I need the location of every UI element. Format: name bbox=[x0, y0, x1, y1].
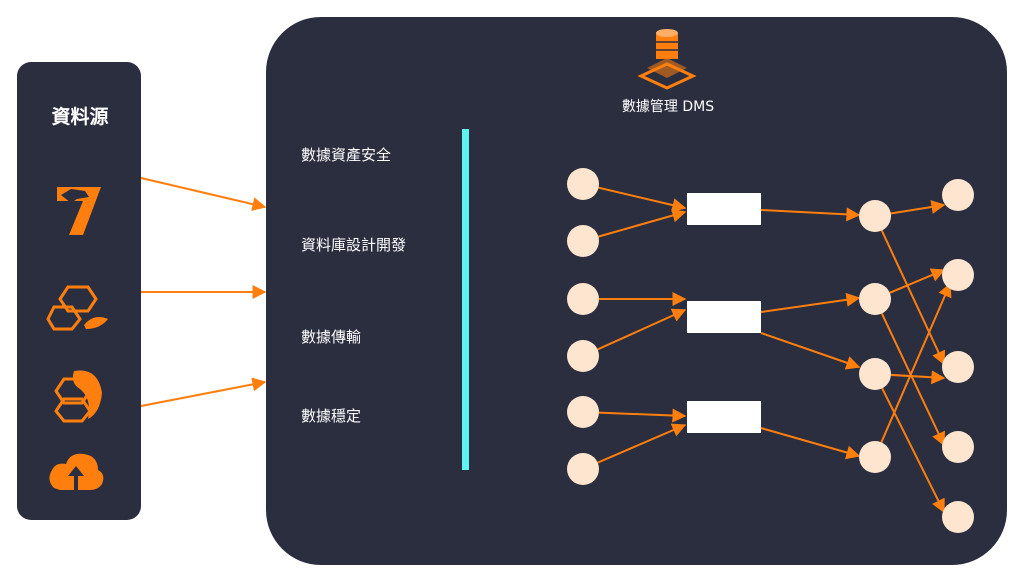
feature-data-transfer: 數據傳輸 bbox=[301, 328, 361, 346]
input-node bbox=[567, 340, 599, 372]
middle-node bbox=[859, 441, 891, 473]
mysql-triangle-icon bbox=[46, 285, 108, 331]
source-arrow-3 bbox=[140, 377, 267, 407]
input-node bbox=[567, 225, 599, 257]
edge bbox=[874, 373, 945, 514]
source-panel bbox=[17, 62, 141, 520]
edge bbox=[760, 207, 861, 222]
database-stack-icon bbox=[637, 29, 697, 90]
edge bbox=[582, 423, 687, 470]
edge bbox=[582, 408, 687, 423]
mariadb-seal-icon bbox=[54, 370, 102, 423]
feature-data-asset-security: 數據資產安全 bbox=[301, 146, 391, 164]
output-node bbox=[942, 179, 974, 211]
edge bbox=[760, 332, 861, 370]
source-arrow-1 bbox=[140, 177, 267, 211]
flow-nodes bbox=[567, 168, 974, 533]
edge bbox=[874, 282, 952, 458]
middle-node bbox=[859, 283, 891, 315]
process-box bbox=[687, 401, 761, 433]
pentaho-icon bbox=[57, 187, 101, 235]
middle-node bbox=[859, 200, 891, 232]
source-panel-title: 資料源 bbox=[51, 105, 108, 128]
edge bbox=[582, 308, 687, 357]
edge bbox=[760, 292, 861, 313]
output-node bbox=[942, 351, 974, 383]
process-box bbox=[687, 193, 761, 225]
output-node bbox=[942, 501, 974, 533]
feature-database-design: 資料庫設計開發 bbox=[301, 236, 406, 254]
input-node bbox=[567, 396, 599, 428]
divider-bar bbox=[462, 129, 469, 470]
dms-panel bbox=[266, 17, 1007, 565]
input-node bbox=[567, 168, 599, 200]
cloud-upload-icon bbox=[49, 453, 104, 490]
dms-title: 數據管理 DMS bbox=[622, 99, 714, 115]
middle-node bbox=[859, 358, 891, 390]
feature-data-stability: 數據穩定 bbox=[301, 407, 361, 425]
edge bbox=[582, 183, 687, 212]
input-node bbox=[567, 453, 599, 485]
edge bbox=[874, 215, 946, 366]
edge bbox=[582, 208, 687, 242]
output-node bbox=[942, 431, 974, 463]
edge bbox=[760, 427, 861, 460]
output-node bbox=[942, 259, 974, 291]
process-box bbox=[687, 301, 761, 333]
input-node bbox=[567, 283, 599, 315]
edge bbox=[874, 298, 945, 447]
flow-edges bbox=[582, 183, 952, 514]
